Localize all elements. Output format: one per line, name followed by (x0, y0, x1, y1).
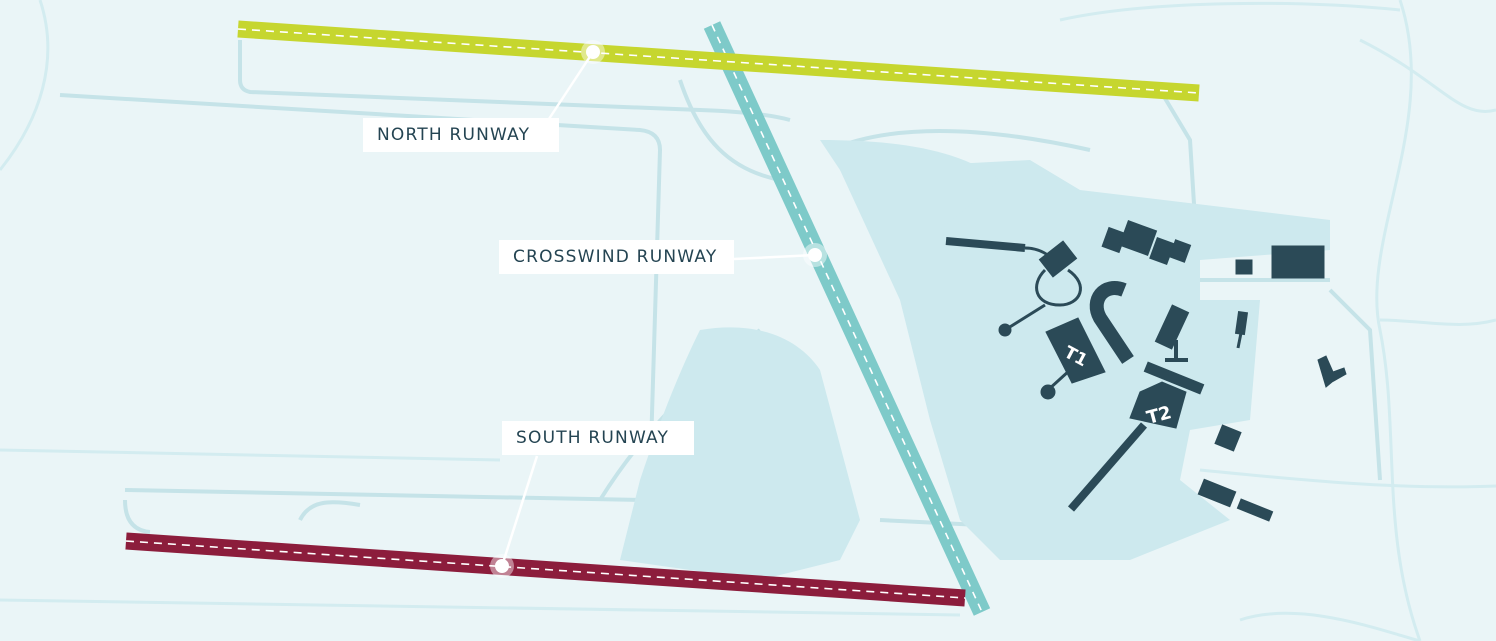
north-runway (237, 20, 1200, 102)
crosswind-runway (703, 21, 991, 616)
terminal-buildings (945, 220, 1347, 522)
callout-lines (500, 51, 816, 567)
terminal-1-building (1045, 317, 1106, 384)
callout-markers (490, 40, 827, 578)
crosswind-runway-label[interactable]: CROSSWIND RUNWAY (499, 240, 734, 274)
apron-areas (620, 140, 1330, 580)
terminal-2-building (1129, 381, 1187, 429)
north-runway-label[interactable]: NORTH RUNWAY (363, 118, 559, 152)
south-runway-label[interactable]: SOUTH RUNWAY (502, 421, 694, 455)
south-runway (125, 532, 966, 607)
